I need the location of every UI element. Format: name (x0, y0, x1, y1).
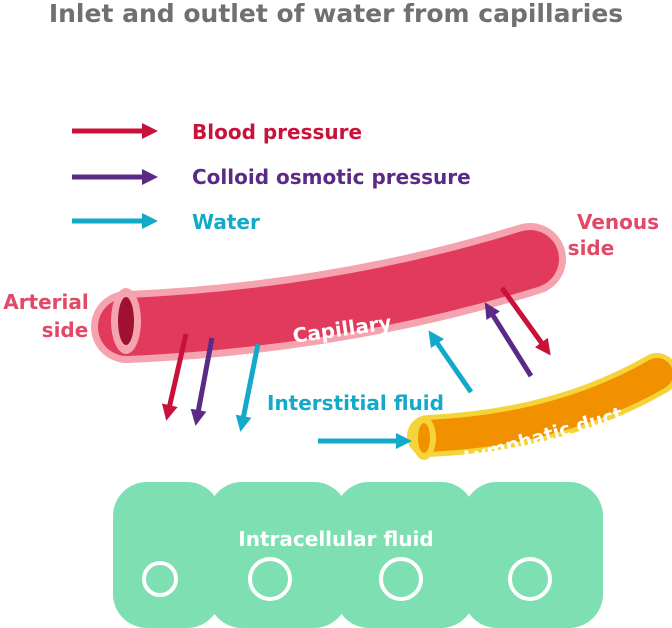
cell-4-nucleus (508, 557, 552, 601)
cell-3-nucleus (379, 557, 423, 601)
cell-1-nucleus (142, 561, 178, 597)
capillary-tube (91, 223, 566, 363)
arterial-side-label-line2: side (42, 318, 89, 342)
diagram-title: Inlet and outlet of water from capillari… (49, 0, 623, 28)
cell-4 (463, 482, 603, 628)
venous-blood-pressure-arrow (499, 286, 551, 356)
lymphatic-duct-body (412, 358, 672, 452)
venous-colloid-pressure-arrow (484, 302, 534, 378)
lymphatic-duct (407, 353, 672, 460)
legend: Blood pressure Colloid osmotic pressure … (72, 120, 471, 234)
arterial-blood-pressure-arrow (161, 333, 189, 421)
intracellular-cells (113, 482, 603, 628)
capillary-body (98, 230, 559, 356)
cell-3 (335, 482, 475, 628)
arterial-colloid-pressure-arrow (190, 337, 215, 426)
arterial-side-label-line1: Arterial (3, 290, 89, 314)
venous-water-inflow-arrow (428, 330, 474, 394)
venous-side-label-line2: side (568, 236, 615, 260)
cell-1 (113, 482, 221, 628)
interstitial-fluid-label: Interstitial fluid (267, 391, 444, 415)
lymphatic-duct-opening (418, 423, 430, 453)
legend-blood-label: Blood pressure (192, 120, 362, 144)
capillary-lumen (118, 297, 134, 345)
cell-2 (208, 482, 348, 628)
intracellular-fluid-label: Intracellular fluid (238, 527, 433, 551)
legend-colloid-label: Colloid osmotic pressure (192, 165, 471, 189)
arterial-water-outflow-arrow (235, 343, 261, 432)
legend-water-label: Water (192, 210, 260, 234)
venous-side-label-line1: Venous (577, 210, 659, 234)
cell-2-nucleus (248, 557, 292, 601)
